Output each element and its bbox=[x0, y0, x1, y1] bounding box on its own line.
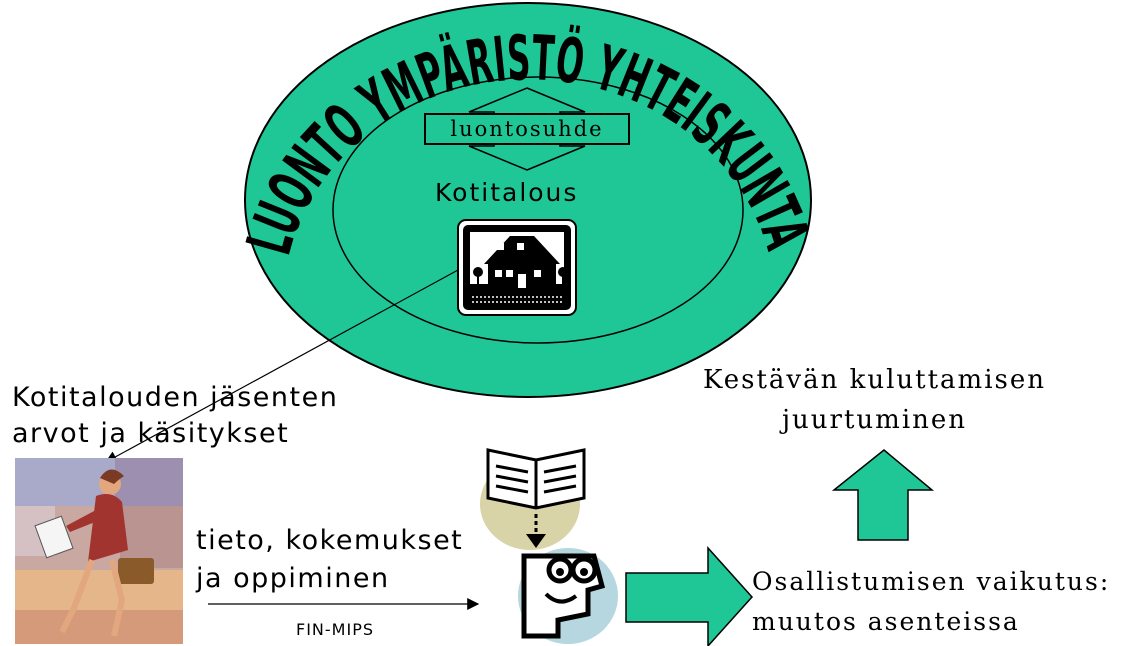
learning-text: tieto, kokemukset ja oppiminen bbox=[196, 522, 463, 598]
relationship-label: luontosuhde bbox=[424, 113, 630, 145]
house-icon bbox=[457, 219, 577, 316]
participation-arrow bbox=[625, 546, 754, 646]
learning-figure-icon bbox=[480, 448, 618, 644]
outcome-up-arrow bbox=[831, 449, 935, 541]
outcome-line2: juurtuminen bbox=[781, 405, 968, 435]
participation-text: Osallistumisen vaikutus: muutos asenteis… bbox=[752, 562, 1110, 642]
member-values-line1: Kotitalouden jäsenten bbox=[12, 382, 339, 413]
fin-mips-label: FIN-MIPS bbox=[296, 620, 374, 639]
participation-line1: Osallistumisen vaikutus: bbox=[752, 567, 1111, 596]
learning-line1: tieto, kokemukset bbox=[196, 525, 464, 556]
member-values-line2: arvot ja käsitykset bbox=[12, 418, 290, 449]
household-label: Kotitalous bbox=[435, 178, 579, 207]
member-values-text: Kotitalouden jäsenten arvot ja käsitykse… bbox=[12, 380, 338, 452]
connector-arrow bbox=[104, 269, 459, 463]
outcome-line1: Kestävän kuluttamisen bbox=[703, 365, 1047, 395]
outcome-text: Kestävän kuluttamisen juurtuminen bbox=[703, 360, 1046, 440]
businesswoman-image bbox=[15, 458, 183, 644]
learning-line2: ja oppiminen bbox=[196, 563, 390, 594]
participation-line2: muutos asenteissa bbox=[752, 607, 1020, 636]
